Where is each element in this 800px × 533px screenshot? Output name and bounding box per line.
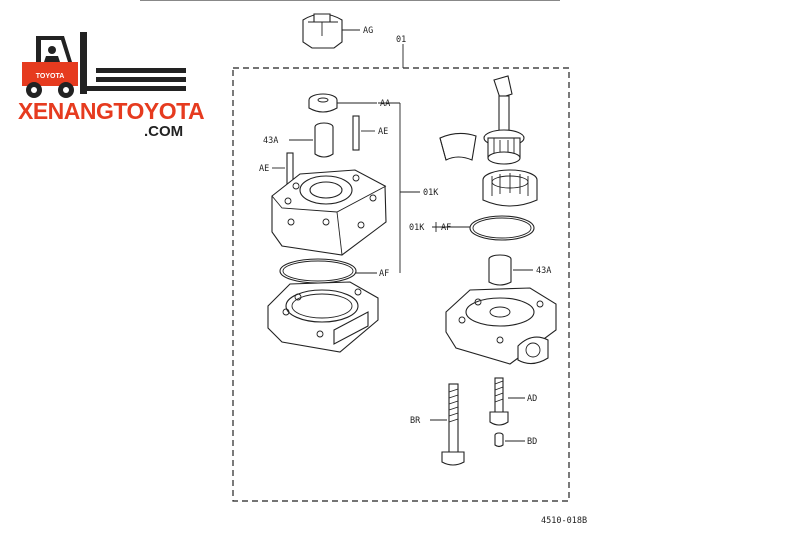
brand-badge-text: TOYOTA — [36, 73, 65, 80]
label-ae-left: AE — [259, 164, 269, 174]
label-ag: AG — [363, 26, 373, 36]
label-01k-af-af: AF — [441, 223, 451, 233]
forklift-icon: TOYOTA — [22, 32, 186, 98]
part-af-oring-right: 01K AF — [409, 215, 535, 241]
part-half-shell — [439, 132, 477, 161]
part-aa-bushing: AA — [308, 93, 390, 113]
part-43a-sleeve-right: 43A — [488, 254, 551, 286]
label-aa: AA — [380, 99, 390, 109]
part-ae-pin-right: AE — [352, 115, 388, 151]
part-lower-housing-right — [445, 287, 557, 365]
part-upper-housing — [271, 169, 387, 256]
label-43a-right: 43A — [536, 266, 551, 276]
part-lower-housing-left — [267, 281, 379, 353]
part-drive-shaft — [483, 75, 525, 165]
brand-domain: .COM — [144, 123, 184, 140]
label-ad: AD — [527, 394, 537, 404]
bracket-01k: 01K — [378, 102, 439, 273]
figure-code: 4510-018B — [541, 516, 587, 526]
label-bd: BD — [527, 437, 537, 447]
label-43a-left: 43A — [263, 136, 278, 146]
part-bd-pin: BD — [494, 432, 537, 448]
label-br: BR — [410, 416, 421, 426]
part-43a-sleeve-left: 43A — [263, 122, 334, 158]
part-af-oring-left: AF — [279, 258, 389, 284]
part-ag-cap: AG — [302, 13, 373, 49]
part-br-bolt: BR — [410, 383, 465, 466]
brand-logo: TOYOTA — [14, 28, 194, 143]
part-ad-bolt: AD — [489, 377, 537, 426]
label-01k-af-01k: 01K — [409, 223, 425, 233]
brand-name: XENANGTOYOTA — [18, 98, 205, 124]
label-01: 01 — [396, 35, 406, 45]
label-01k: 01K — [423, 188, 439, 198]
label-ae-right: AE — [378, 127, 388, 137]
label-af-left: AF — [379, 269, 389, 279]
part-gear-ring — [482, 169, 538, 207]
group-frame — [232, 67, 570, 502]
